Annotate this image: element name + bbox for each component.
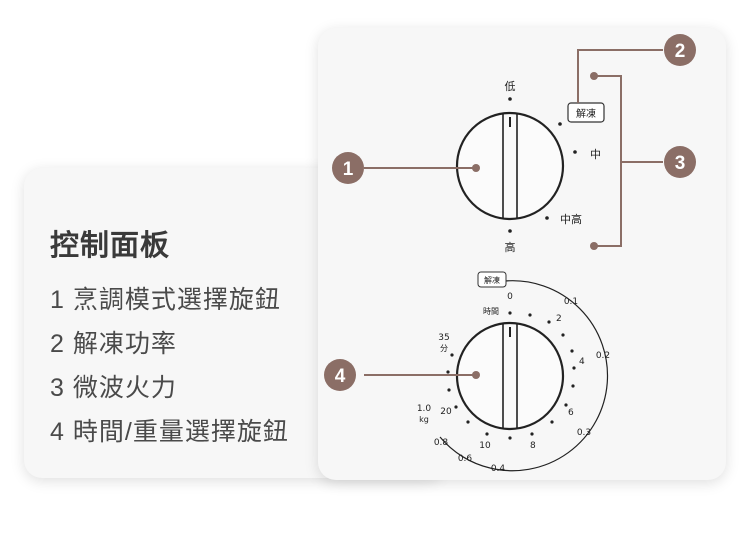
timer-dot: [564, 403, 568, 407]
leader-end-dot-1: [472, 164, 480, 172]
leader-end-dot-4: [472, 371, 480, 379]
weight-label-0-3: 0.3: [577, 428, 591, 438]
legend-item-number: 3: [50, 374, 65, 402]
callout-number-4: 4: [335, 366, 346, 387]
timer-label-0: 0: [507, 292, 513, 302]
timer-dot: [508, 311, 512, 315]
legend-item-text: 微波火力: [72, 374, 177, 402]
weight-scale-arc: [489, 280, 609, 472]
timer-dot: [561, 333, 565, 337]
timer-label-defrost: 解凍: [484, 275, 500, 285]
legend-item-text: 時間/重量選擇旋鈕: [72, 418, 289, 446]
power-label-medium: 中: [590, 148, 601, 161]
callout-badge-1: 1: [332, 152, 364, 184]
power-label-medium-high: 中高: [560, 212, 582, 226]
power-knob[interactable]: [455, 111, 565, 221]
power-dot-low: [508, 97, 512, 101]
power-dot-medium: [573, 150, 577, 154]
power-dot-medium-high: [545, 216, 549, 220]
legend-title: 控制面板: [50, 230, 171, 262]
power-label-low: 低: [505, 80, 516, 93]
timer-label-6: 6: [568, 408, 574, 418]
weight-label-0-2: 0.2: [596, 351, 610, 361]
timer-label-20: 20: [440, 407, 452, 417]
legend-item-text: 烹調模式選擇旋鈕: [72, 286, 281, 314]
leader-line-2: [577, 49, 663, 103]
timer-label-8: 8: [530, 441, 536, 451]
callout-number-2: 2: [675, 41, 686, 62]
timer-dot: [572, 366, 576, 370]
timer-label-unit-min: 分: [440, 344, 448, 353]
timer-label-10: 10: [479, 441, 491, 451]
callout-badge-2: 2: [664, 34, 696, 66]
timer-dot: [446, 370, 450, 374]
callout-number-1: 1: [343, 159, 354, 180]
timer-label-35: 35: [438, 333, 449, 343]
power-knob-body[interactable]: [455, 111, 565, 221]
weight-label-1-0: 1.0: [417, 404, 432, 414]
timer-dot: [530, 432, 534, 436]
timer-defrost-box: [477, 271, 507, 288]
leader-end-dot-3-top: [590, 72, 598, 80]
weight-label-unit-kg: kg: [419, 415, 429, 424]
power-label-high: 高: [505, 240, 516, 254]
callout-badge-4: 4: [324, 359, 356, 391]
weight-label-0-6: 0.6: [458, 454, 473, 464]
callout-number-3: 3: [675, 153, 686, 174]
power-dot-high: [508, 229, 512, 233]
legend-item-number: 4: [50, 418, 65, 446]
timer-dot: [447, 388, 451, 392]
timer-label-2: 2: [556, 314, 562, 324]
legend-item-number: 1: [50, 286, 65, 314]
timer-label-time: 時間: [483, 307, 499, 316]
power-label-defrost: 解凍: [576, 107, 596, 120]
timer-dot: [571, 384, 575, 388]
timer-dot: [570, 349, 574, 353]
timer-dot: [528, 313, 532, 317]
timer-dot: [550, 420, 554, 424]
legend-item-text: 解凍功率: [72, 330, 177, 358]
legend-item-number: 2: [50, 330, 65, 358]
weight-label-0-4: 0.4: [491, 464, 506, 474]
callout-badge-3: 3: [664, 146, 696, 178]
power-dot-defrost: [558, 122, 562, 126]
weight-label-0-8: 0.8: [434, 438, 449, 448]
leader-end-dot-3-bottom: [590, 242, 598, 250]
timer-dot: [508, 436, 512, 440]
power-defrost-box: [567, 102, 605, 123]
timer-dot: [547, 320, 551, 324]
timer-dot: [450, 353, 454, 357]
timer-dot: [466, 420, 470, 424]
timer-dot: [485, 432, 489, 436]
timer-label-4: 4: [579, 357, 585, 367]
timer-knob[interactable]: [455, 321, 565, 431]
weight-label-0-1: 0.1: [564, 297, 578, 307]
weight-scale-arc-left: [439, 436, 491, 469]
timer-dot: [454, 405, 458, 409]
leader-lines: [364, 49, 663, 376]
leader-line-3a: [594, 75, 622, 247]
